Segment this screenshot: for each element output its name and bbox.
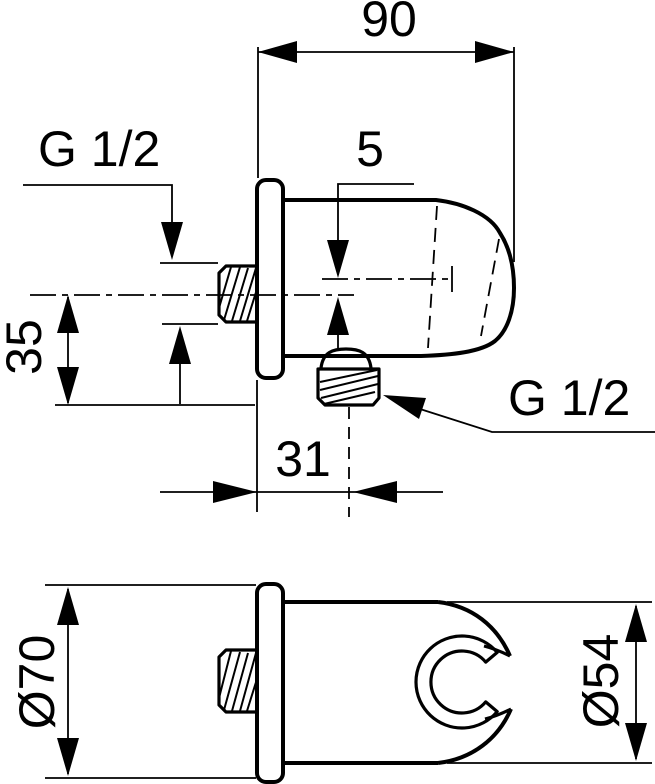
- outlet-thread-text: G 1/2: [508, 370, 630, 426]
- arrowhead-up: [57, 295, 79, 333]
- inlet-thread: [217, 264, 259, 324]
- arrowhead-down: [57, 738, 79, 776]
- arrowhead-down: [625, 723, 647, 761]
- dimension-text-d70: Ø70: [9, 635, 65, 730]
- lower-hook-inner: [484, 707, 512, 721]
- cone-hidden-edge-left: [427, 205, 438, 349]
- arrowhead-upleft: [383, 395, 426, 419]
- arrowhead-up: [169, 326, 191, 364]
- upper-hook-outer: [437, 600, 512, 657]
- leader-line: [337, 183, 414, 242]
- arrowhead-left: [258, 41, 297, 63]
- dimension-axis-offset: 5: [327, 121, 414, 351]
- inlet-thread-bottom: [217, 648, 259, 714]
- arrowhead-up: [327, 297, 349, 335]
- arrowhead-right: [213, 481, 257, 503]
- arrowhead-up: [625, 604, 647, 642]
- outlet-thread: [316, 347, 381, 407]
- cone-hidden-edge-right: [480, 238, 500, 337]
- thread-hatch-line: [218, 650, 232, 699]
- wall-flange: [255, 178, 285, 380]
- bottom-view: Ø70 Ø54: [9, 582, 652, 784]
- thread-hatch-line: [239, 652, 257, 712]
- arrowhead-down: [57, 367, 79, 405]
- thread-hatch-line: [218, 266, 232, 309]
- upper-hook-inner: [483, 644, 511, 658]
- dimension-text-5: 5: [356, 121, 384, 177]
- dimension-wall-to-outlet-axis: 31: [160, 380, 443, 512]
- arrowhead-left: [353, 481, 397, 503]
- body-bottom-outline: [283, 600, 513, 765]
- body-outline: [281, 198, 516, 358]
- inlet-thread-text: G 1/2: [38, 121, 160, 177]
- inlet-thread-callout: G 1/2: [23, 121, 218, 404]
- thread-hatch-line: [223, 266, 241, 321]
- dimension-text-35: 35: [0, 319, 52, 375]
- arrowhead-up: [57, 587, 79, 625]
- dimension-holder-diameter: Ø54: [447, 601, 652, 764]
- lower-hook-outer: [437, 708, 513, 765]
- outlet-neck-dome: [319, 347, 373, 369]
- dimension-flange-diameter: Ø70: [9, 584, 256, 779]
- dimension-overall-width: 90: [257, 0, 515, 262]
- thread-hatch-line: [223, 651, 241, 711]
- arrowhead-down: [161, 222, 183, 260]
- outlet-thread-callout: G 1/2: [383, 370, 655, 433]
- dimension-text-31: 31: [275, 431, 331, 487]
- side-view: 90 G 1/2: [0, 0, 655, 517]
- thread-hatch-line: [320, 383, 379, 399]
- dimension-text-d54: Ø54: [573, 634, 629, 729]
- thread-hatch-line: [231, 652, 249, 712]
- thread-hatch-line: [323, 391, 376, 405]
- arrowhead-right: [475, 41, 514, 63]
- thread-hatch-line: [239, 267, 257, 322]
- thread-hatch-line: [319, 369, 378, 383]
- holder-ring: [414, 634, 499, 730]
- dimension-text-90: 90: [361, 0, 417, 47]
- arrowhead-down: [327, 240, 349, 278]
- leader-line: [419, 408, 655, 433]
- thread-hatch-line: [319, 375, 379, 391]
- wall-flange-bottom: [255, 582, 285, 784]
- leader-line: [23, 184, 173, 225]
- dimension-axis-to-outlet: 35: [0, 295, 255, 406]
